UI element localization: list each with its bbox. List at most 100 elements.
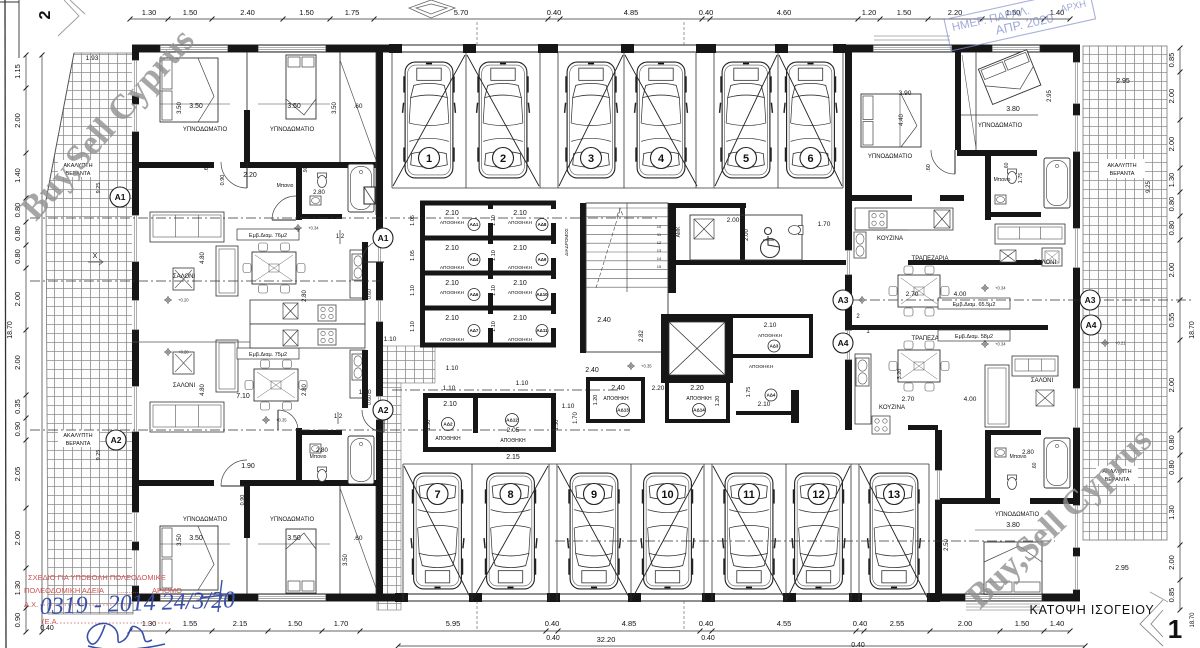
svg-text:ΑΚΑΛΥΠΤΗ: ΑΚΑΛΥΠΤΗ bbox=[1107, 163, 1136, 169]
svg-text:2.80: 2.80 bbox=[302, 290, 308, 302]
svg-text:1.10: 1.10 bbox=[410, 285, 416, 296]
svg-text:Μπανιο: Μπανιο bbox=[994, 177, 1011, 183]
svg-text:ΑΔ6: ΑΔ6 bbox=[470, 292, 479, 297]
svg-text:2.00: 2.00 bbox=[13, 292, 22, 307]
svg-text:2.10: 2.10 bbox=[513, 245, 527, 252]
svg-text:1.10: 1.10 bbox=[491, 215, 497, 226]
svg-text:2.70: 2.70 bbox=[906, 291, 919, 298]
svg-text:0.80: 0.80 bbox=[13, 226, 22, 241]
svg-text:0.80: 0.80 bbox=[1167, 221, 1176, 236]
svg-text:Α3: Α3 bbox=[838, 295, 849, 305]
svg-text:ΑΔ10: ΑΔ10 bbox=[536, 292, 548, 297]
svg-text:2: 2 bbox=[37, 10, 54, 19]
svg-text:1.50: 1.50 bbox=[288, 619, 303, 628]
svg-text:ΑΔ4: ΑΔ4 bbox=[470, 257, 479, 262]
svg-text:2.15: 2.15 bbox=[233, 619, 248, 628]
svg-text:1.50: 1.50 bbox=[554, 420, 560, 431]
svg-text:2.80: 2.80 bbox=[1022, 450, 1034, 456]
svg-text:1.10: 1.10 bbox=[491, 250, 497, 261]
svg-text:.90: .90 bbox=[303, 166, 309, 173]
svg-text:1.10: 1.10 bbox=[410, 321, 416, 332]
svg-text:1.30: 1.30 bbox=[1167, 173, 1176, 188]
svg-text:0.80: 0.80 bbox=[1167, 460, 1176, 475]
svg-text:2.40: 2.40 bbox=[597, 317, 611, 324]
svg-text:Χ: Χ bbox=[93, 253, 98, 260]
svg-text:2.20: 2.20 bbox=[652, 385, 665, 392]
svg-text:4.00: 4.00 bbox=[964, 396, 977, 403]
svg-text:1.30: 1.30 bbox=[142, 619, 157, 628]
svg-text:ΑΔ12: ΑΔ12 bbox=[506, 418, 518, 423]
svg-text:Α2: Α2 bbox=[111, 435, 122, 445]
svg-text:11: 11 bbox=[743, 489, 755, 501]
svg-text:12: 12 bbox=[657, 240, 662, 245]
svg-text:+0.34: +0.34 bbox=[995, 286, 1006, 291]
svg-text:ΥΠΝΟΔΩΜΑΤΙΟ: ΥΠΝΟΔΩΜΑΤΙΟ bbox=[978, 123, 1023, 129]
svg-text:ΣΑΛΟΝΙ: ΣΑΛΟΝΙ bbox=[173, 383, 196, 389]
svg-text:2.00: 2.00 bbox=[1167, 263, 1176, 278]
svg-text:12: 12 bbox=[812, 489, 824, 501]
svg-text:3: 3 bbox=[588, 153, 594, 165]
svg-text:ΑΔ2: ΑΔ2 bbox=[443, 422, 453, 427]
svg-text:0.90: 0.90 bbox=[220, 175, 226, 186]
svg-text:ΑΠΟΘΗΚΗ: ΑΠΟΘΗΚΗ bbox=[686, 396, 712, 402]
svg-text:1.70: 1.70 bbox=[818, 221, 831, 228]
svg-text:3.50: 3.50 bbox=[177, 102, 183, 114]
svg-text:1.10: 1.10 bbox=[446, 365, 459, 372]
svg-text:9: 9 bbox=[591, 489, 597, 501]
svg-text:1.50: 1.50 bbox=[1006, 8, 1021, 17]
svg-text:3.50: 3.50 bbox=[189, 103, 203, 110]
svg-text:14: 14 bbox=[657, 256, 662, 261]
svg-text:2.00: 2.00 bbox=[958, 619, 973, 628]
svg-text:1.55: 1.55 bbox=[183, 619, 198, 628]
svg-text:32.20: 32.20 bbox=[597, 635, 616, 644]
svg-text:ΤΡΑΠΕΖΑΡΙΑ: ΤΡΑΠΕΖΑΡΙΑ bbox=[912, 336, 949, 342]
svg-text:9.25: 9.25 bbox=[96, 450, 102, 461]
svg-text:3.20: 3.20 bbox=[897, 369, 903, 380]
svg-text:0.90: 0.90 bbox=[13, 613, 22, 628]
svg-text:ΔΙΑΔΡΟΜΟΣ: ΔΙΑΔΡΟΜΟΣ bbox=[564, 228, 569, 256]
svg-text:1.30: 1.30 bbox=[1167, 505, 1176, 520]
svg-text:18.70: 18.70 bbox=[1190, 612, 1196, 628]
svg-text:2.10: 2.10 bbox=[513, 210, 527, 217]
svg-text:.60: .60 bbox=[1032, 462, 1038, 469]
svg-text:1.20: 1.20 bbox=[862, 8, 877, 17]
svg-text:ΑΠΟΘΗΚΗ: ΑΠΟΘΗΚΗ bbox=[508, 290, 533, 296]
svg-text:Μπανιο: Μπανιο bbox=[310, 454, 327, 460]
svg-text:.60: .60 bbox=[1004, 162, 1010, 169]
svg-text:1.50: 1.50 bbox=[426, 420, 432, 431]
svg-text:ΒΕΡΑΝΤΑ: ΒΕΡΑΝΤΑ bbox=[66, 171, 91, 177]
svg-text:2.40: 2.40 bbox=[611, 385, 625, 392]
svg-text:5.70: 5.70 bbox=[454, 8, 469, 17]
svg-text:2.82: 2.82 bbox=[639, 330, 645, 342]
svg-text:ΑΔ13: ΑΔ13 bbox=[617, 408, 629, 413]
svg-text:Α4: Α4 bbox=[1086, 320, 1097, 330]
svg-text:Μπανιο: Μπανιο bbox=[277, 183, 294, 189]
svg-text:4.80: 4.80 bbox=[200, 252, 206, 264]
svg-text:0.40: 0.40 bbox=[699, 619, 714, 628]
svg-text:ΑΔ4: ΑΔ4 bbox=[767, 393, 776, 398]
svg-text:2.20: 2.20 bbox=[690, 385, 704, 392]
svg-text:0.55: 0.55 bbox=[1167, 313, 1176, 328]
svg-text:2.40: 2.40 bbox=[585, 367, 599, 374]
svg-text:4.60: 4.60 bbox=[777, 8, 792, 17]
svg-text:1.10: 1.10 bbox=[384, 336, 397, 343]
svg-text:1.75: 1.75 bbox=[746, 387, 752, 398]
svg-text:2.10: 2.10 bbox=[445, 210, 459, 217]
svg-text:1.10: 1.10 bbox=[359, 389, 372, 396]
svg-text:2.05: 2.05 bbox=[507, 427, 520, 434]
svg-text:2.10: 2.10 bbox=[443, 401, 457, 408]
svg-text:18.70: 18.70 bbox=[7, 321, 14, 339]
svg-text:ΒΕΡΑΝΤΑ: ΒΕΡΑΝΤΑ bbox=[1110, 171, 1135, 177]
svg-text:0.90: 0.90 bbox=[240, 495, 246, 506]
svg-text:Α3: Α3 bbox=[1085, 295, 1096, 305]
svg-text:ΑΠΟΘΗΚΗ: ΑΠΟΘΗΚΗ bbox=[500, 438, 526, 444]
svg-text:9.25: 9.25 bbox=[96, 183, 102, 194]
svg-text:4.80: 4.80 bbox=[200, 384, 206, 396]
svg-text:ΥΠΝΟΔΩΜΑΤΙΟ: ΥΠΝΟΔΩΜΑΤΙΟ bbox=[868, 154, 913, 160]
svg-text:3.50: 3.50 bbox=[287, 103, 301, 110]
svg-text:1.70: 1.70 bbox=[334, 619, 349, 628]
svg-text:1.10: 1.10 bbox=[491, 285, 497, 296]
svg-text:Α.Χ.: Α.Χ. bbox=[24, 600, 38, 609]
svg-text:0.85: 0.85 bbox=[1167, 53, 1176, 68]
svg-text:2.00: 2.00 bbox=[1167, 555, 1176, 570]
